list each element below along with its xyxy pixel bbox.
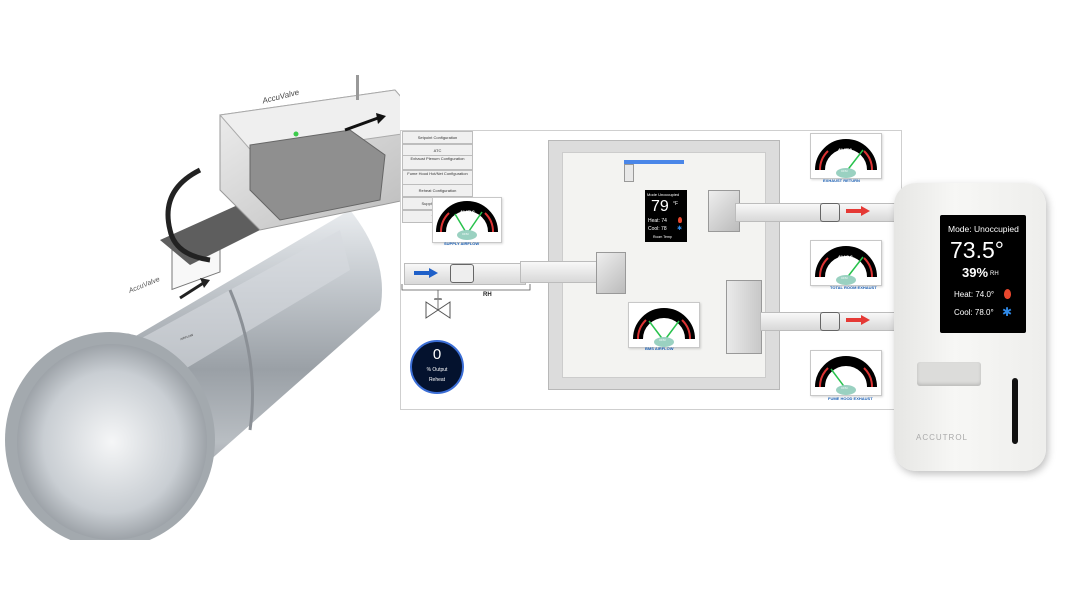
flame-icon xyxy=(678,217,682,223)
gauge-avc6-name: AVC6 xyxy=(837,256,853,262)
gauge-avc6: AVC6 CFM xyxy=(810,240,882,286)
supply-diffuser xyxy=(596,252,626,294)
menu-exhaust-plenum[interactable]: Exhaust Plenum Configuration xyxy=(402,155,473,170)
gauge-bms: CFM xyxy=(628,302,700,348)
reheat-output-value: 0 xyxy=(432,346,442,363)
gauge-bms-label: BMS AIRFLOW xyxy=(645,346,674,351)
device-rh-unit: RH xyxy=(990,271,999,277)
room-tstat-heat: Heat: 74 xyxy=(648,218,667,224)
gauge-avt6-label: EXHAUST RETURN xyxy=(823,178,860,183)
menu-fume-hood[interactable]: Fume Hood Hot/Net Configuration xyxy=(402,170,473,185)
rh-line xyxy=(401,284,531,310)
exhaust-valve-icon xyxy=(820,203,840,222)
device-button[interactable] xyxy=(917,362,981,386)
room-tstat-mode: Mode Unoccupied xyxy=(647,192,680,197)
room-supply-duct xyxy=(520,261,602,283)
room-sensor-icon xyxy=(624,164,634,182)
menu-setpoint-configuration[interactable]: Setpoint Configuration xyxy=(402,131,473,144)
gauge-avt6-name: AVT6 xyxy=(837,149,852,155)
exhaust-diffuser xyxy=(708,190,740,232)
reheat-valve-icon[interactable] xyxy=(424,298,452,322)
gauge-fume-hood: CFM xyxy=(810,350,882,396)
gauge-avr6: AVR6 CFM xyxy=(432,197,502,243)
device-flame-icon xyxy=(1004,289,1011,299)
gauge-avr6-label: SUPPLY AIRFLOW xyxy=(444,241,480,246)
device-rh-value: 39% xyxy=(962,265,989,280)
device-temp: 73.5° xyxy=(950,237,1004,263)
gauge-bms-unit: CFM xyxy=(659,338,666,342)
snowflake-icon: ✱ xyxy=(677,226,683,232)
device-brand: ACCUTROL xyxy=(916,433,969,442)
gauge-avr6-name: AVR6 xyxy=(459,211,475,217)
fume-hood xyxy=(726,280,762,354)
valve-illustration xyxy=(0,60,431,548)
room-thermostat-screen[interactable]: Mode Unoccupied 79 °F Heat: 74 Cool: 78 … xyxy=(645,190,687,242)
gauge-avr6-unit: CFM xyxy=(462,232,469,236)
fume-valve-icon xyxy=(820,312,840,331)
gauge-fume-unit: CFM xyxy=(841,386,848,390)
fume-arrow-icon xyxy=(846,315,870,325)
gauge-avt6-unit: CFM xyxy=(841,169,848,173)
thermostat-screen[interactable]: Mode: Unoccupied 73.5° 39% RH Heat: 74.0… xyxy=(940,215,1026,333)
reheat-output-badge[interactable]: 0 % Output Reheat xyxy=(410,340,464,394)
exhaust-duct xyxy=(735,203,897,222)
device-mode: Mode: Unoccupied xyxy=(948,224,1019,234)
exhaust-arrow-icon xyxy=(846,206,870,216)
menu-reheat-configuration[interactable]: Reheat Configuration xyxy=(402,184,473,197)
gauge-avc6-unit: CFM xyxy=(841,276,848,280)
gauge-avt6: AVT6 CFM xyxy=(810,133,882,179)
device-slot xyxy=(1012,378,1018,444)
rh-label: RH xyxy=(483,292,492,298)
room-window xyxy=(624,160,684,164)
room-tstat-caption: Room Temp xyxy=(653,235,672,239)
room-tstat-unit: °F xyxy=(673,201,679,207)
room-tstat-temp: 79 xyxy=(651,198,669,215)
gauge-avc6-label: TOTAL ROOM EXHAUST xyxy=(830,285,877,290)
device-snowflake-icon: ✱ xyxy=(1002,305,1013,319)
reheat-output-unit: % Output xyxy=(426,367,448,373)
room-tstat-cool: Cool: 78 xyxy=(648,226,667,232)
supply-valve-icon xyxy=(450,264,474,283)
device-cool: Cool: 78.0° xyxy=(954,308,994,317)
reheat-output-label: Reheat xyxy=(428,377,446,383)
supply-arrow-icon xyxy=(414,268,438,278)
gauge-fume-label: FUME HOOD EXHAUST xyxy=(828,396,873,401)
device-heat: Heat: 74.0° xyxy=(954,290,995,299)
